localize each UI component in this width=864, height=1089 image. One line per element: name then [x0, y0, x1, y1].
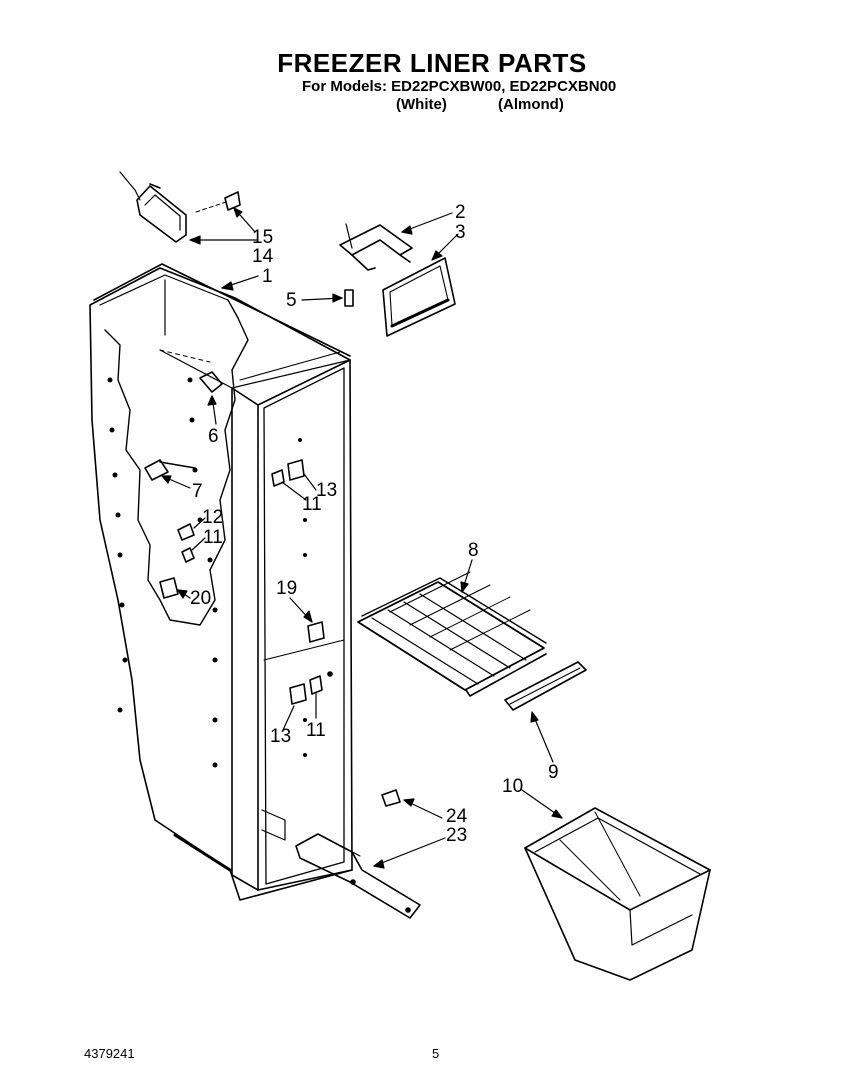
part-19-clip: [307, 621, 325, 643]
callout-11-left: 11: [203, 527, 223, 548]
document-number: 4379241: [84, 1046, 135, 1061]
callout-15: 15: [252, 227, 273, 248]
callout-6: 6: [208, 426, 219, 447]
callout-23: 23: [446, 825, 467, 846]
page-number: 5: [432, 1046, 440, 1061]
part-13-upper: [287, 459, 305, 481]
freezer-liner: [89, 263, 353, 901]
models-line: For Models: ED22PCXBW00, ED22PCXBN00: [302, 78, 617, 95]
part-12-support: [177, 523, 195, 541]
callout-9: 9: [548, 762, 559, 783]
part-11-lower: [309, 671, 333, 695]
callout-24: 24: [446, 806, 468, 827]
callout-12: 12: [202, 507, 223, 528]
part-20-clip: [159, 577, 179, 599]
part-6-clip: [199, 371, 223, 393]
variant-almond: (Almond): [498, 96, 564, 113]
callout-2: 2: [455, 202, 466, 223]
freezer-bin: [524, 807, 711, 981]
callout-3: 3: [455, 222, 466, 243]
part-13-lower: [289, 683, 307, 705]
callout-7: 7: [192, 481, 203, 502]
part-11-clip-left: [181, 547, 195, 563]
page-title: FREEZER LINER PARTS: [277, 48, 587, 78]
part-7-support: [144, 459, 196, 481]
callout-13-upper: 13: [316, 480, 337, 501]
callout-14: 14: [252, 246, 274, 267]
part-11-upper: [271, 469, 285, 487]
wire-shelf: [357, 571, 547, 697]
part-5-screw: [344, 289, 354, 307]
leader-arrows: [161, 207, 563, 869]
bottom-screw: [381, 789, 401, 807]
variant-white: (White): [396, 96, 447, 113]
callout-19: 19: [276, 578, 297, 599]
bottom-bracket: [295, 833, 421, 919]
part-2-bracket: [339, 223, 413, 271]
bracket-screw: [195, 191, 241, 213]
top-bracket: [119, 171, 187, 243]
callout-20: 20: [190, 588, 211, 609]
liner-holes: [107, 377, 307, 768]
part-3-cover: [382, 257, 456, 337]
callout-13-lower: 13: [270, 726, 291, 747]
shelf-trim: [504, 661, 587, 711]
callout-1: 1: [262, 266, 273, 287]
callout-labels: 1 2 3 5 6 7 8 9 10 11 11 11 12 13 13 14 …: [190, 202, 559, 846]
callout-5: 5: [286, 290, 297, 311]
callout-11-upper: 11: [302, 494, 322, 515]
callout-11-lower: 11: [306, 720, 326, 741]
callout-8: 8: [468, 540, 479, 561]
callout-10: 10: [502, 776, 523, 797]
